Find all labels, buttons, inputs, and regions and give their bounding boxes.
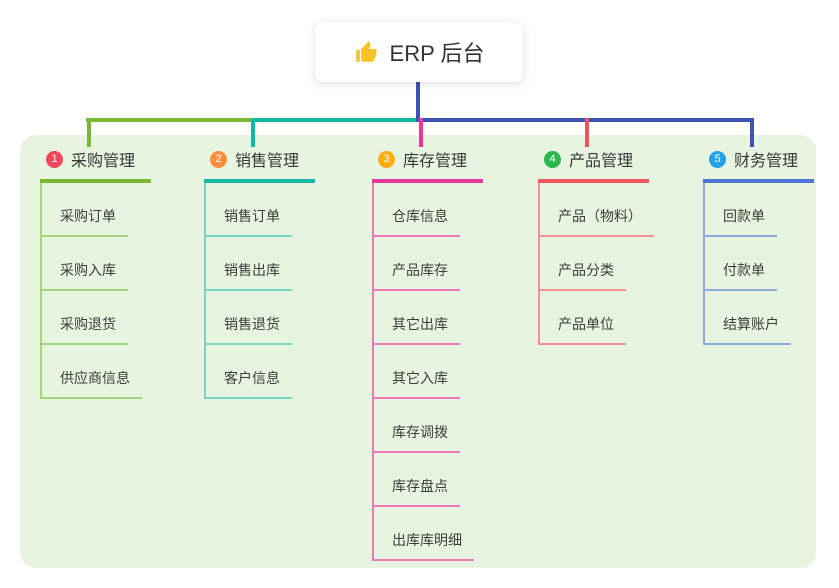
bus-connector-segment <box>255 118 416 122</box>
branch-number-badge: 2 <box>210 150 227 168</box>
branch-drop-connector <box>87 118 91 147</box>
branch-label: 库存管理 <box>403 153 468 170</box>
branch-drop-connector <box>251 118 255 147</box>
branch-node[interactable]: 3 库存管理 <box>372 145 484 183</box>
branch-drop-connector <box>419 118 423 147</box>
root-title: ERP 后台 <box>389 41 485 66</box>
canvas-panel <box>20 135 816 568</box>
branch-label: 采购管理 <box>71 153 136 170</box>
branch-drop-connector <box>585 118 589 147</box>
leaf-node[interactable]: 销售出库 <box>206 255 292 291</box>
root-trunk-connector <box>416 82 420 120</box>
leaf-node[interactable]: 产品单位 <box>540 309 626 345</box>
branch-column-1: 1 采购管理采购订单采购入库采购退货供应商信息 <box>40 145 152 399</box>
leaf-node[interactable]: 供应商信息 <box>42 363 142 399</box>
leaf-node[interactable]: 采购入库 <box>42 255 128 291</box>
thumbs-up-icon <box>355 41 377 62</box>
root-node[interactable]: ERP 后台 <box>315 22 523 82</box>
branch-number-badge: 1 <box>46 150 63 168</box>
leaf-node[interactable]: 销售退货 <box>206 309 292 345</box>
branch-item-list: 仓库信息产品库存其它出库其它入库库存调拨库存盘点出库库明细 <box>372 183 474 561</box>
branch-node[interactable]: 4 产品管理 <box>538 145 650 183</box>
branch-number-badge: 3 <box>378 150 395 168</box>
bus-connector-segment <box>86 118 255 122</box>
branch-item-list: 销售订单销售出库销售退货客户信息 <box>204 183 292 399</box>
leaf-node[interactable]: 库存盘点 <box>374 471 460 507</box>
branch-item-list: 采购订单采购入库采购退货供应商信息 <box>40 183 142 399</box>
branch-label: 产品管理 <box>569 153 634 170</box>
branch-number-badge: 4 <box>544 150 561 168</box>
branch-number-badge: 5 <box>709 150 726 168</box>
leaf-node[interactable]: 采购退货 <box>42 309 128 345</box>
leaf-node[interactable]: 库存调拨 <box>374 417 460 453</box>
branch-item-list: 产品（物料） 产品分类产品单位 <box>538 183 654 345</box>
branch-label: 财务管理 <box>734 153 799 170</box>
leaf-node[interactable]: 付款单 <box>705 255 777 291</box>
leaf-node[interactable]: 回款单 <box>705 201 777 237</box>
branch-column-2: 2 销售管理销售订单销售出库销售退货客户信息 <box>204 145 316 399</box>
leaf-node[interactable]: 客户信息 <box>206 363 292 399</box>
leaf-node[interactable]: 采购订单 <box>42 201 128 237</box>
leaf-node[interactable]: 销售订单 <box>206 201 292 237</box>
branch-drop-connector <box>750 118 754 147</box>
branch-label: 销售管理 <box>235 153 300 170</box>
leaf-node[interactable]: 产品分类 <box>540 255 626 291</box>
leaf-node[interactable]: 出库库明细 <box>374 525 474 561</box>
leaf-node[interactable]: 产品库存 <box>374 255 460 291</box>
branch-column-5: 5 财务管理回款单付款单结算账户 <box>703 145 815 345</box>
leaf-node[interactable]: 产品（物料） <box>540 201 654 237</box>
branch-item-list: 回款单付款单结算账户 <box>703 183 791 345</box>
leaf-node[interactable]: 结算账户 <box>705 309 791 345</box>
branch-node[interactable]: 2 销售管理 <box>204 145 316 183</box>
branch-node[interactable]: 5 财务管理 <box>703 145 815 183</box>
leaf-node[interactable]: 仓库信息 <box>374 201 460 237</box>
branch-column-3: 3 库存管理仓库信息产品库存其它出库其它入库库存调拨库存盘点出库库明细 <box>372 145 484 561</box>
bus-connector-segment <box>416 118 752 122</box>
branch-column-4: 4 产品管理产品（物料） 产品分类产品单位 <box>538 145 654 345</box>
branch-node[interactable]: 1 采购管理 <box>40 145 152 183</box>
leaf-node[interactable]: 其它入库 <box>374 363 460 399</box>
leaf-node[interactable]: 其它出库 <box>374 309 460 345</box>
